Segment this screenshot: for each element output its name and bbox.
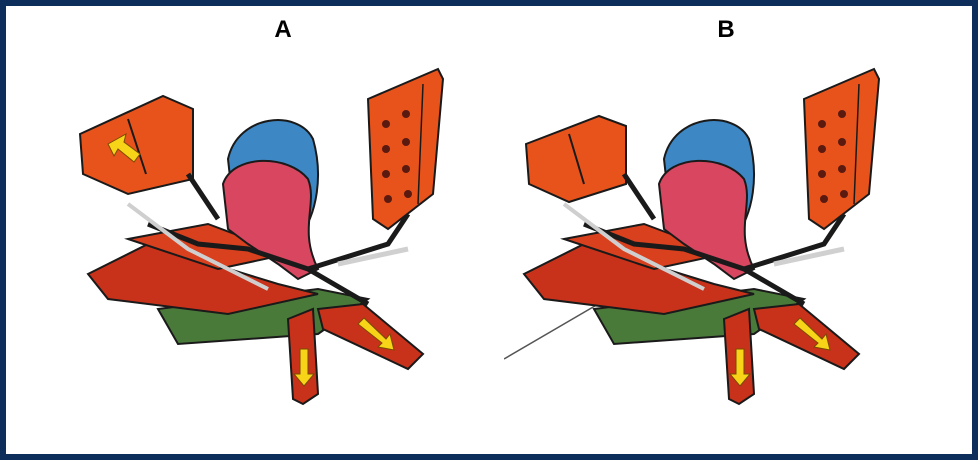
down-flap-right: [754, 304, 859, 369]
right-orange-block: [804, 69, 879, 229]
panel-label-b: B: [706, 16, 746, 44]
down-flap-right: [318, 304, 423, 369]
right-orange-block: [368, 69, 443, 229]
panel-label-a: A: [263, 16, 303, 44]
pelvic-diagram-a: [68, 54, 448, 414]
pelvic-diagram-b: [504, 54, 884, 414]
